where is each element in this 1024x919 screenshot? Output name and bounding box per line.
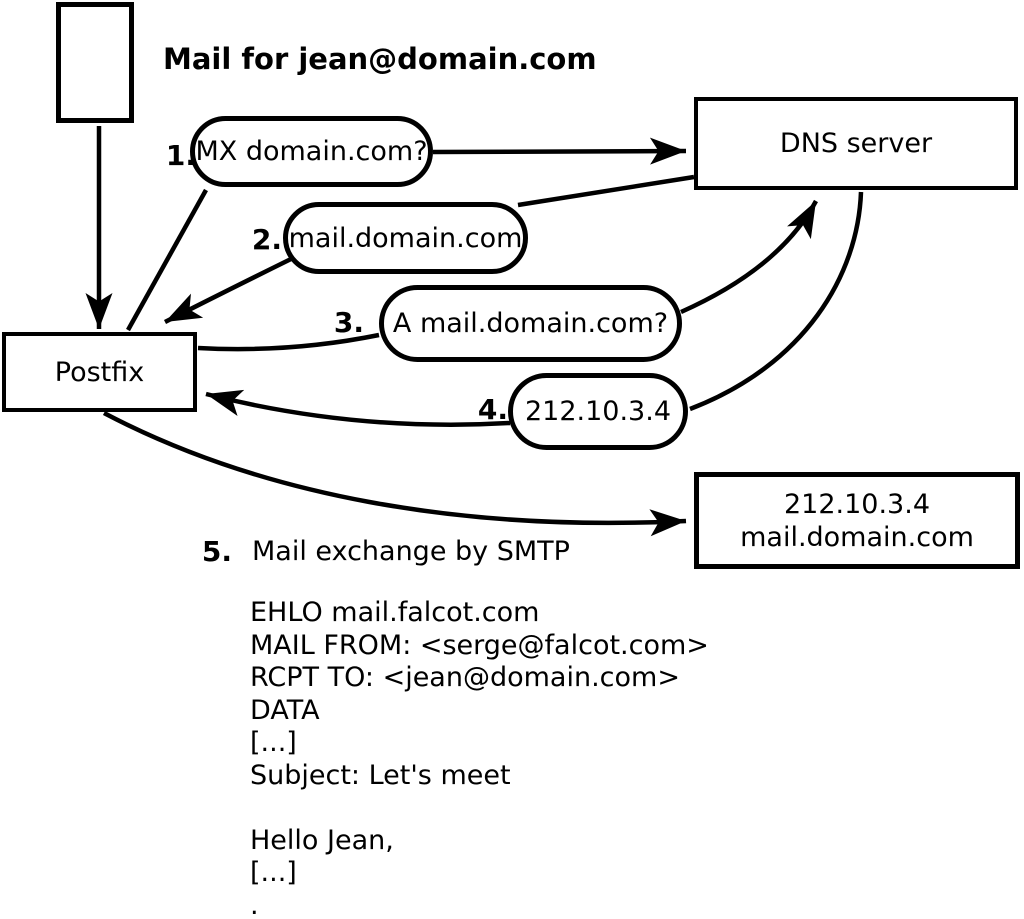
arrow-reply2-to-postfix — [163, 256, 292, 325]
dns-server-node: DNS server — [694, 97, 1018, 190]
step2-number: 2. — [251, 223, 282, 256]
smtp-line: [...] — [250, 727, 297, 758]
query1-label: MX domain.com? — [195, 136, 428, 167]
destination-server-node: 212.10.3.4 mail.domain.com — [694, 472, 1020, 569]
line-postfix-to-query3 — [197, 332, 380, 352]
smtp-line: [...] — [250, 857, 297, 888]
diagram-title: Mail for jean@domain.com — [163, 42, 597, 76]
line-postfix-to-query1 — [126, 188, 208, 332]
postfix-label: Postfix — [54, 356, 145, 388]
smtp-line: . — [250, 889, 259, 919]
step4-number: 4. — [477, 393, 508, 426]
step5-number: 5. — [201, 535, 232, 568]
reply2-label: mail.domain.com — [288, 222, 523, 254]
smtp-line: RCPT TO: <jean@domain.com> — [250, 662, 680, 693]
arrow-query3-to-dns — [680, 199, 818, 315]
step3-number: 3. — [333, 306, 364, 339]
step5-label: Mail exchange by SMTP — [252, 536, 570, 567]
smtp-line: EHLO mail.falcot.com — [250, 597, 540, 628]
query3-bubble: A mail.domain.com? — [379, 285, 682, 362]
destination-host-label: mail.domain.com — [740, 521, 974, 553]
smtp-line: MAIL FROM: <serge@falcot.com> — [250, 629, 709, 661]
arrow-smtp-to-destination — [102, 411, 687, 537]
smtp-line: Subject: Let's meet — [250, 759, 511, 791]
reply4-label: 212.10.3.4 — [525, 396, 671, 427]
smtp-session-text: EHLO mail.falcot.com MAIL FROM: <serge@f… — [250, 597, 709, 919]
mail-envelope-icon — [56, 2, 134, 123]
reply2-bubble: mail.domain.com — [283, 202, 528, 274]
smtp-line: Hello Jean, — [250, 824, 394, 856]
query1-bubble: MX domain.com? — [190, 116, 433, 187]
arrow-query1-to-dns — [432, 137, 687, 165]
line-dns-to-reply4 — [689, 191, 864, 412]
postfix-node: Postfix — [2, 332, 197, 412]
step1-number: 1. — [165, 139, 196, 172]
reply4-bubble: 212.10.3.4 — [508, 373, 688, 450]
query3-label: A mail.domain.com? — [392, 308, 669, 339]
smtp-line — [250, 792, 709, 825]
line-dns-to-reply2 — [517, 174, 695, 208]
destination-ip-label: 212.10.3.4 — [784, 488, 930, 520]
arrow-reply4-to-postfix — [205, 389, 511, 427]
dns-server-label: DNS server — [779, 128, 933, 159]
smtp-line: DATA — [250, 694, 320, 726]
